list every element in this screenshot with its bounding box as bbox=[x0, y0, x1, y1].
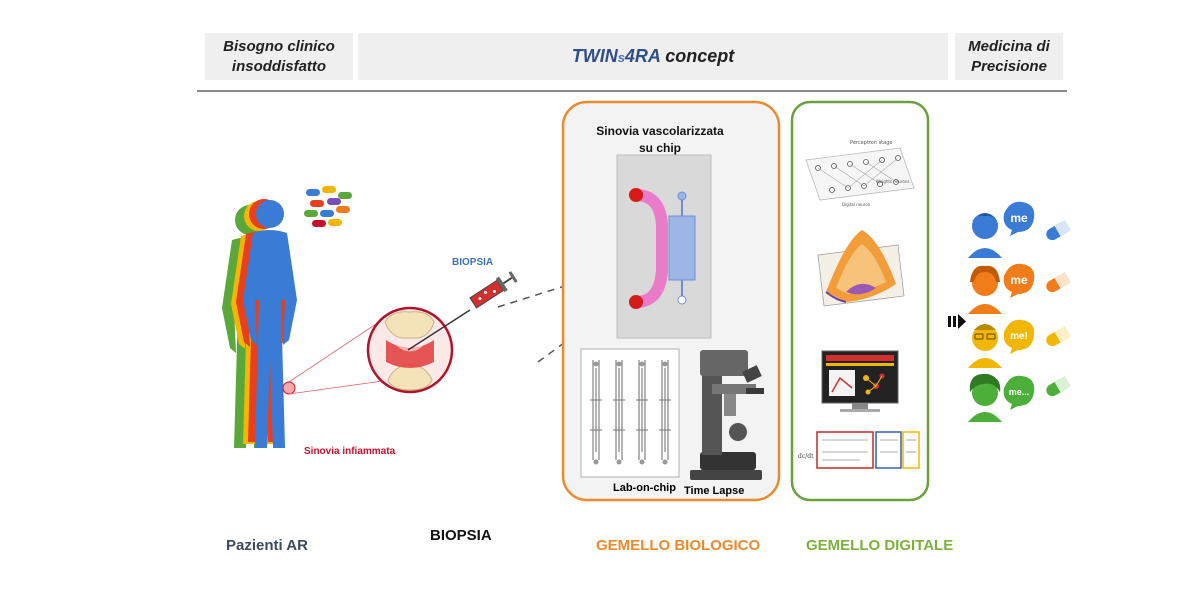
biopsy-label: BIOPSIA bbox=[430, 527, 492, 544]
header-concept: TWINs4RA concept bbox=[358, 33, 948, 80]
time-lapse-label: Time Lapse bbox=[684, 485, 745, 497]
patient-avatar-orange: me bbox=[968, 263, 1071, 314]
perceptron-text: Perceptron stage bbox=[850, 140, 892, 146]
weights-text: Weights neurons bbox=[876, 179, 909, 184]
syringe-icon bbox=[407, 271, 518, 351]
header-precision-medicine-label: Medicina di Precisione bbox=[968, 37, 1050, 75]
lab-on-chip-label: Lab-on-chip bbox=[613, 482, 676, 494]
patient-silhouettes bbox=[222, 199, 297, 448]
patient-avatar-blue: me bbox=[968, 201, 1071, 258]
svg-text:dc/dt: dc/dt bbox=[798, 453, 814, 460]
biopsy-tag: BIOPSIA bbox=[452, 257, 494, 268]
perceptron-diagram: Perceptron stage Weights neurons Digital… bbox=[805, 140, 915, 207]
concept-suffix: concept bbox=[660, 45, 735, 66]
inflamed-synovium-label: Sinovia infiammata bbox=[304, 446, 396, 457]
bubble-text-4: me... bbox=[1009, 387, 1030, 397]
brand-4ra: 4RA bbox=[624, 45, 661, 66]
digital-neuron-text: Digital neuron bbox=[842, 202, 871, 207]
lab-on-chip-image bbox=[580, 348, 680, 478]
arrow-indicator-icon bbox=[948, 314, 966, 329]
silhouette-blue bbox=[243, 200, 297, 448]
inflamed-joint-icon bbox=[366, 306, 454, 394]
bubble-text-2: me bbox=[1010, 273, 1028, 287]
zoom-line-bottom bbox=[288, 379, 391, 395]
synovium-on-chip-label: Sinovia vascolarizzata su chip bbox=[596, 124, 724, 155]
header-unmet-need: Bisogno clinico insoddisfatto bbox=[205, 33, 353, 80]
patient-avatar-green: me... bbox=[968, 373, 1071, 422]
patient-avatar-yellow: me! bbox=[968, 319, 1071, 368]
pills-icon bbox=[304, 186, 352, 227]
patients-ar-label: Pazienti AR bbox=[226, 537, 308, 554]
header-divider bbox=[197, 90, 1067, 92]
brand-twin: TWIN bbox=[571, 45, 618, 66]
microscope-icon bbox=[690, 350, 764, 480]
header-precision-medicine: Medicina di Precisione bbox=[955, 33, 1063, 80]
knee-highlight bbox=[282, 381, 296, 395]
bubble-text-3: me! bbox=[1010, 331, 1028, 342]
header-unmet-need-label: Bisogno clinico insoddisfatto bbox=[223, 37, 335, 75]
zoom-line-top bbox=[288, 317, 386, 383]
surface-plot-image bbox=[817, 230, 905, 307]
biological-twin-label: GEMELLO BIOLOGICO bbox=[596, 537, 761, 554]
concept-title: TWINs4RA concept bbox=[572, 46, 735, 68]
equation-diagram: dc/dt bbox=[798, 431, 920, 469]
monitor-icon bbox=[821, 350, 899, 412]
digital-twin-label: GEMELLO DIGITALE bbox=[806, 537, 954, 554]
bubble-text-1: me bbox=[1010, 211, 1028, 225]
chip-channel-diagram bbox=[629, 188, 696, 309]
dashed-arrow-lower bbox=[537, 260, 677, 363]
brand-s: s bbox=[617, 49, 625, 65]
